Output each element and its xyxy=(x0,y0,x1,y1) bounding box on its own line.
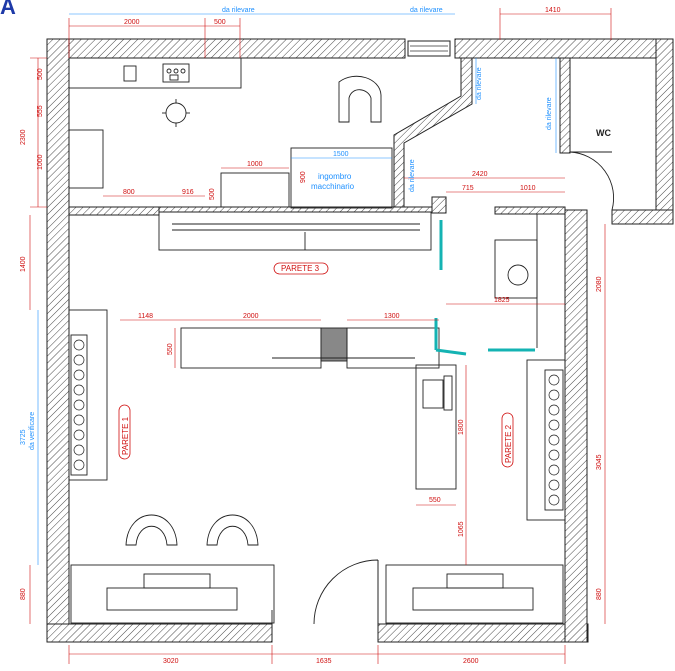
window-lines xyxy=(410,45,448,52)
dim-bottom-3020: 3020 xyxy=(163,658,179,665)
dim-top-da-rilevare-1: da rilevare xyxy=(222,7,255,14)
dim-bottom-1635: 1635 xyxy=(316,658,332,665)
dim-1010: 1010 xyxy=(520,185,536,192)
wall-seats xyxy=(73,339,560,506)
label-parete-3: PARETE 3 xyxy=(281,264,320,273)
dim-bottom-2600: 2600 xyxy=(463,658,479,665)
armchair-top xyxy=(338,75,382,123)
dim-da-rilevare-b: da rilevare xyxy=(546,97,553,130)
wall-interior-right xyxy=(494,206,566,215)
door-wc xyxy=(569,151,615,211)
dim-left-1000: 1000 xyxy=(37,154,44,170)
dim-550-left: 550 xyxy=(167,343,174,355)
dim-top-500: 500 xyxy=(214,19,226,26)
kitchen-hob xyxy=(162,63,190,83)
glass-partitions xyxy=(434,220,535,356)
dim-916: 916 xyxy=(182,189,194,196)
dim-da-rilevare-c: da rilevare xyxy=(409,159,416,192)
parete-1-badge xyxy=(118,404,131,460)
wall-diagonal xyxy=(393,57,473,211)
table-center-left xyxy=(180,327,322,369)
dim-left-555: 555 xyxy=(37,105,44,117)
wall-pillar xyxy=(431,196,447,214)
dim-900: 900 xyxy=(300,171,307,183)
window-top xyxy=(407,40,451,57)
furniture xyxy=(68,57,615,625)
dim-2420: 2420 xyxy=(472,171,488,178)
wall-bottom-left xyxy=(46,623,273,643)
dim-left-1400: 1400 xyxy=(20,256,27,272)
wall-interior-left xyxy=(68,206,160,216)
label-parete-2: PARETE 2 xyxy=(504,424,513,463)
dim-left-500: 500 xyxy=(37,68,44,80)
closet-right xyxy=(494,239,538,299)
dim-left-880: 880 xyxy=(20,588,27,600)
wall-top-right xyxy=(454,38,674,59)
armchair-left xyxy=(125,514,178,546)
dim-top-2000: 2000 xyxy=(124,19,140,26)
dim-2000-mid: 2000 xyxy=(243,313,259,320)
left-cabinet-top xyxy=(68,129,104,189)
label-wc: WC xyxy=(596,128,611,138)
wall-right-lower xyxy=(564,209,588,643)
wall-bottom-right xyxy=(377,623,589,643)
bench-parete-3 xyxy=(158,211,432,251)
computer xyxy=(422,379,444,409)
dim-right-880: 880 xyxy=(596,588,603,600)
label-ingombro: ingombro xyxy=(318,172,352,181)
table-center-block xyxy=(320,327,348,362)
dim-2080: 2080 xyxy=(596,276,603,292)
label-parete-1: PARETE 1 xyxy=(121,416,130,455)
left-wall-unit xyxy=(68,309,108,481)
dim-left-da-verificare: da verificare xyxy=(29,412,36,450)
dim-da-rilevare-a: da rilevare xyxy=(476,67,483,100)
dim-right-3045: 3045 xyxy=(596,454,603,470)
wall-left xyxy=(46,38,70,625)
dim-715: 715 xyxy=(462,185,474,192)
dim-top-1410: 1410 xyxy=(545,7,561,14)
dimension-lines-blue xyxy=(37,13,557,565)
corner-mark: A xyxy=(0,0,16,19)
stool-right xyxy=(507,264,529,286)
dimension-lines xyxy=(29,8,612,664)
wall-top xyxy=(46,38,406,59)
walls xyxy=(46,38,674,643)
keyboard xyxy=(443,375,453,411)
dim-1300: 1300 xyxy=(384,313,400,320)
storage-bottom-left xyxy=(70,564,275,624)
dim-1065: 1065 xyxy=(458,521,465,537)
machine-footprint xyxy=(290,147,393,209)
dimension-texts: 2000 500 da rilevare da rilevare 1410 50… xyxy=(20,7,603,665)
dim-1148: 1148 xyxy=(138,313,153,320)
dim-top-da-rilevare-2: da rilevare xyxy=(410,7,443,14)
dim-800: 800 xyxy=(123,189,135,196)
dim-1000: 1000 xyxy=(247,161,263,168)
armchair-right xyxy=(206,514,259,546)
table-center-right xyxy=(346,327,440,369)
wall-wc-bottom xyxy=(611,209,674,225)
dim-550-bottom: 550 xyxy=(429,497,441,504)
parete-3-badge xyxy=(273,262,329,275)
kitchen-counter xyxy=(68,57,242,89)
wall-wc-left xyxy=(559,57,571,154)
storage-bottom-right xyxy=(385,564,564,624)
dim-1825: 1825 xyxy=(494,297,510,304)
dim-500: 500 xyxy=(209,188,216,200)
dim-left-3725: 3725 xyxy=(20,429,27,445)
stool xyxy=(165,102,187,124)
dim-1800: 1800 xyxy=(458,419,465,435)
dim-left-2300: 2300 xyxy=(20,129,27,145)
right-wall-unit xyxy=(526,359,566,521)
kitchen-appliance xyxy=(123,65,137,82)
label-macchinario: macchinario xyxy=(311,182,355,191)
wall-wc-right xyxy=(655,38,674,225)
door-main xyxy=(271,559,379,625)
dim-1500: 1500 xyxy=(333,151,349,158)
parete-2-badge xyxy=(501,412,514,468)
desk-vertical xyxy=(415,364,457,490)
small-cabinet xyxy=(220,172,290,208)
